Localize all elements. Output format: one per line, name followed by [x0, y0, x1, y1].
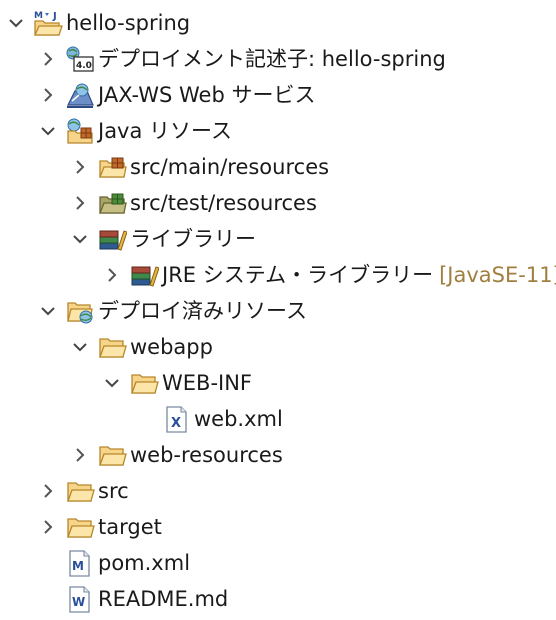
open-folder-icon — [64, 512, 96, 542]
open-folder-icon — [96, 332, 128, 362]
tree-item-decoration: [JavaSE-11] — [439, 263, 556, 287]
tree-item-web-resources[interactable]: web-resources — [68, 438, 283, 472]
chevron-right-icon[interactable] — [36, 42, 60, 76]
maven-project-icon: M J — [32, 8, 64, 38]
no-chevron-spacer — [36, 582, 60, 616]
tree-item-deployment-descriptor[interactable]: 4.0 デプロイメント記述子: hello-spring — [36, 42, 446, 76]
tree-item-src-main-resources[interactable]: src/main/resources — [68, 150, 329, 184]
tree-item-label: src/test/resources — [130, 191, 317, 215]
web-services-icon — [64, 80, 96, 110]
deployment-descriptor-icon: 4.0 — [64, 44, 96, 74]
chevron-down-icon[interactable] — [68, 222, 92, 256]
svg-text:X: X — [171, 416, 181, 431]
svg-text:M: M — [72, 559, 84, 573]
tree-item-label: WEB-INF — [162, 371, 252, 395]
deployed-resources-icon — [64, 296, 96, 326]
tree-item-label: target — [98, 515, 162, 539]
chevron-right-icon[interactable] — [68, 150, 92, 184]
svg-text:W: W — [72, 595, 85, 609]
no-chevron-spacer — [132, 402, 156, 436]
chevron-right-icon[interactable] — [68, 438, 92, 472]
tree-item-jaxws-services[interactable]: JAX-WS Web サービス — [36, 78, 316, 112]
tree-item-label: src/main/resources — [130, 155, 330, 179]
chevron-right-icon[interactable] — [100, 258, 124, 292]
open-folder-icon — [96, 440, 128, 470]
open-folder-icon — [128, 368, 160, 398]
tree-item-label: JAX-WS Web サービス — [98, 83, 316, 107]
java-resources-icon — [64, 116, 96, 146]
tree-item-label: JRE システム・ライブラリー — [162, 263, 434, 287]
chevron-down-icon[interactable] — [100, 366, 124, 400]
tree-item-src-test-resources[interactable]: src/test/resources — [68, 186, 317, 220]
chevron-right-icon[interactable] — [36, 78, 60, 112]
chevron-down-icon[interactable] — [36, 294, 60, 328]
tree-item-label: hello-spring — [66, 11, 191, 35]
tree-item-libraries[interactable]: ライブラリー — [68, 222, 256, 256]
tree-item-web-xml[interactable]: X web.xml — [132, 402, 283, 436]
tree-item-label: README.md — [98, 587, 229, 611]
source-folder-icon — [96, 152, 128, 182]
tree-item-src[interactable]: src — [36, 474, 129, 508]
tree-item-label: Java リソース — [98, 119, 232, 143]
svg-text:4.0: 4.0 — [76, 61, 92, 71]
tree-item-label: デプロイメント記述子: hello-spring — [98, 47, 446, 71]
chevron-right-icon[interactable] — [68, 186, 92, 220]
chevron-right-icon[interactable] — [36, 510, 60, 544]
tree-item-webapp[interactable]: webapp — [68, 330, 213, 364]
library-books-icon — [128, 260, 160, 290]
tree-item-label: ライブラリー — [130, 227, 256, 251]
tree-item-label: web-resources — [130, 443, 283, 467]
text-file-icon: W — [64, 584, 96, 614]
svg-text:J: J — [52, 11, 57, 22]
tree-item-label: pom.xml — [98, 551, 191, 575]
maven-pom-file-icon: M — [64, 548, 96, 578]
tree-item-project[interactable]: M J hello-spring — [4, 6, 190, 40]
chevron-right-icon[interactable] — [36, 474, 60, 508]
tree-item-jre-system-library[interactable]: JRE システム・ライブラリー [JavaSE-11] — [100, 258, 556, 292]
open-folder-icon — [64, 476, 96, 506]
tree-item-deployed-resources[interactable]: デプロイ済みリソース — [36, 294, 307, 328]
xml-file-icon: X — [160, 404, 192, 434]
library-books-icon — [96, 224, 128, 254]
tree-item-label: web.xml — [194, 407, 283, 431]
tree-item-pom-xml[interactable]: M pom.xml — [36, 546, 190, 580]
no-chevron-spacer — [36, 546, 60, 580]
tree-item-web-inf[interactable]: WEB-INF — [100, 366, 252, 400]
chevron-down-icon[interactable] — [4, 6, 28, 40]
tree-item-java-resources[interactable]: Java リソース — [36, 114, 232, 148]
test-source-folder-icon — [96, 188, 128, 218]
chevron-down-icon[interactable] — [68, 330, 92, 364]
tree-item-label: デプロイ済みリソース — [98, 299, 307, 323]
tree-item-readme[interactable]: W README.md — [36, 582, 228, 616]
tree-item-target[interactable]: target — [36, 510, 162, 544]
tree-item-label: src — [98, 479, 129, 503]
tree-item-label: webapp — [130, 335, 213, 359]
chevron-down-icon[interactable] — [36, 114, 60, 148]
svg-text:M: M — [34, 11, 43, 21]
